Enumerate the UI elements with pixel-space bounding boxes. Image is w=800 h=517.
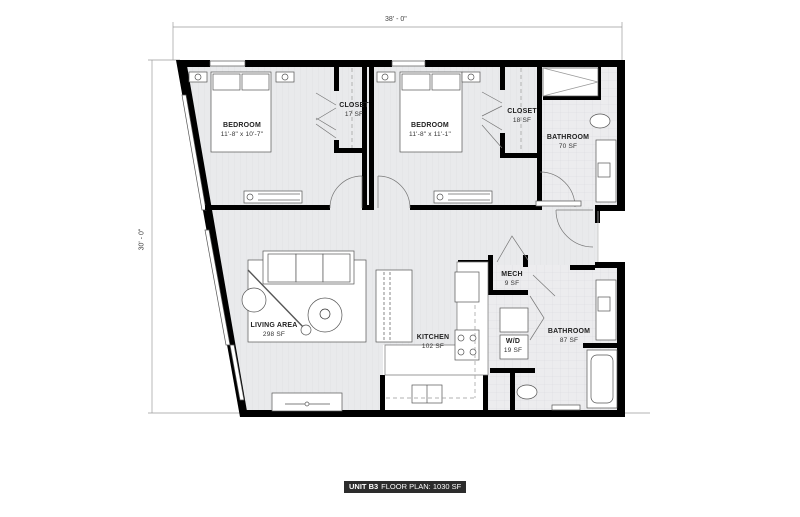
unit-name: UNIT B3 — [349, 482, 379, 491]
room-size: 19 SF — [503, 347, 523, 354]
room-name: W/D — [505, 338, 521, 345]
door-swings — [315, 91, 594, 341]
side-table — [241, 287, 267, 313]
room-label-living-area: LIVING AREA 298 SF — [250, 321, 297, 339]
room-size: 17 SF — [344, 111, 364, 118]
cooktop — [454, 329, 480, 361]
width-dimension-label: 38' - 0" — [385, 16, 407, 23]
windows — [181, 60, 426, 401]
dimension-lines — [148, 22, 650, 414]
room-label-bedroom-1: BEDROOM 11'-8" x 10'-7" — [221, 121, 264, 139]
floor-plan-area: FLOOR PLAN: 1030 SF — [381, 482, 462, 491]
dryer — [499, 334, 529, 360]
room-name: CLOSET — [339, 102, 369, 109]
room-label-bathroom-1: BATHROOM 70 SF — [547, 133, 589, 151]
room-size: 11'-8" x 10'-7" — [220, 131, 264, 138]
closet-rods — [351, 68, 522, 152]
room-label-washer-dryer: W/D 19 SF — [504, 337, 522, 355]
room-name: KITCHEN — [416, 334, 450, 341]
room-name: BEDROOM — [411, 122, 449, 129]
room-size: 87 SF — [559, 337, 579, 344]
room-size: 11'-8" x 11'-1" — [408, 131, 452, 138]
room-size: 9 SF — [504, 280, 520, 287]
console — [375, 269, 413, 343]
room-size: 70 SF — [558, 143, 578, 150]
room-size: 18 SF — [512, 117, 532, 124]
room-label-bedroom-2: BEDROOM 11'-8" x 11'-1" — [409, 121, 451, 139]
room-name: MECH — [501, 271, 523, 278]
washer — [499, 307, 529, 333]
room-label-closet-2: CLOSET 18 SF — [507, 107, 537, 125]
furniture — [188, 67, 618, 412]
room-label-mech: MECH 9 SF — [501, 270, 522, 288]
room-name: CLOSET — [507, 108, 537, 115]
room-label-kitchen: KITCHEN 102 SF — [417, 333, 450, 351]
room-label-bathroom-2: BATHROOM 87 SF — [548, 327, 590, 345]
room-name: LIVING AREA — [250, 322, 298, 329]
toilet-1 — [589, 113, 611, 129]
room-name: BATHROOM — [547, 328, 591, 335]
room-label-closet-1: CLOSET 17 SF — [339, 101, 369, 119]
depth-dimension-label: 30' - 0" — [138, 228, 146, 251]
room-name: BEDROOM — [223, 122, 261, 129]
room-size: 298 SF — [262, 331, 286, 338]
shower-1 — [542, 67, 599, 97]
toilet-2 — [516, 384, 538, 400]
refrigerator — [454, 271, 480, 303]
room-name: BATHROOM — [546, 134, 590, 141]
room-size: 102 SF — [421, 343, 445, 350]
